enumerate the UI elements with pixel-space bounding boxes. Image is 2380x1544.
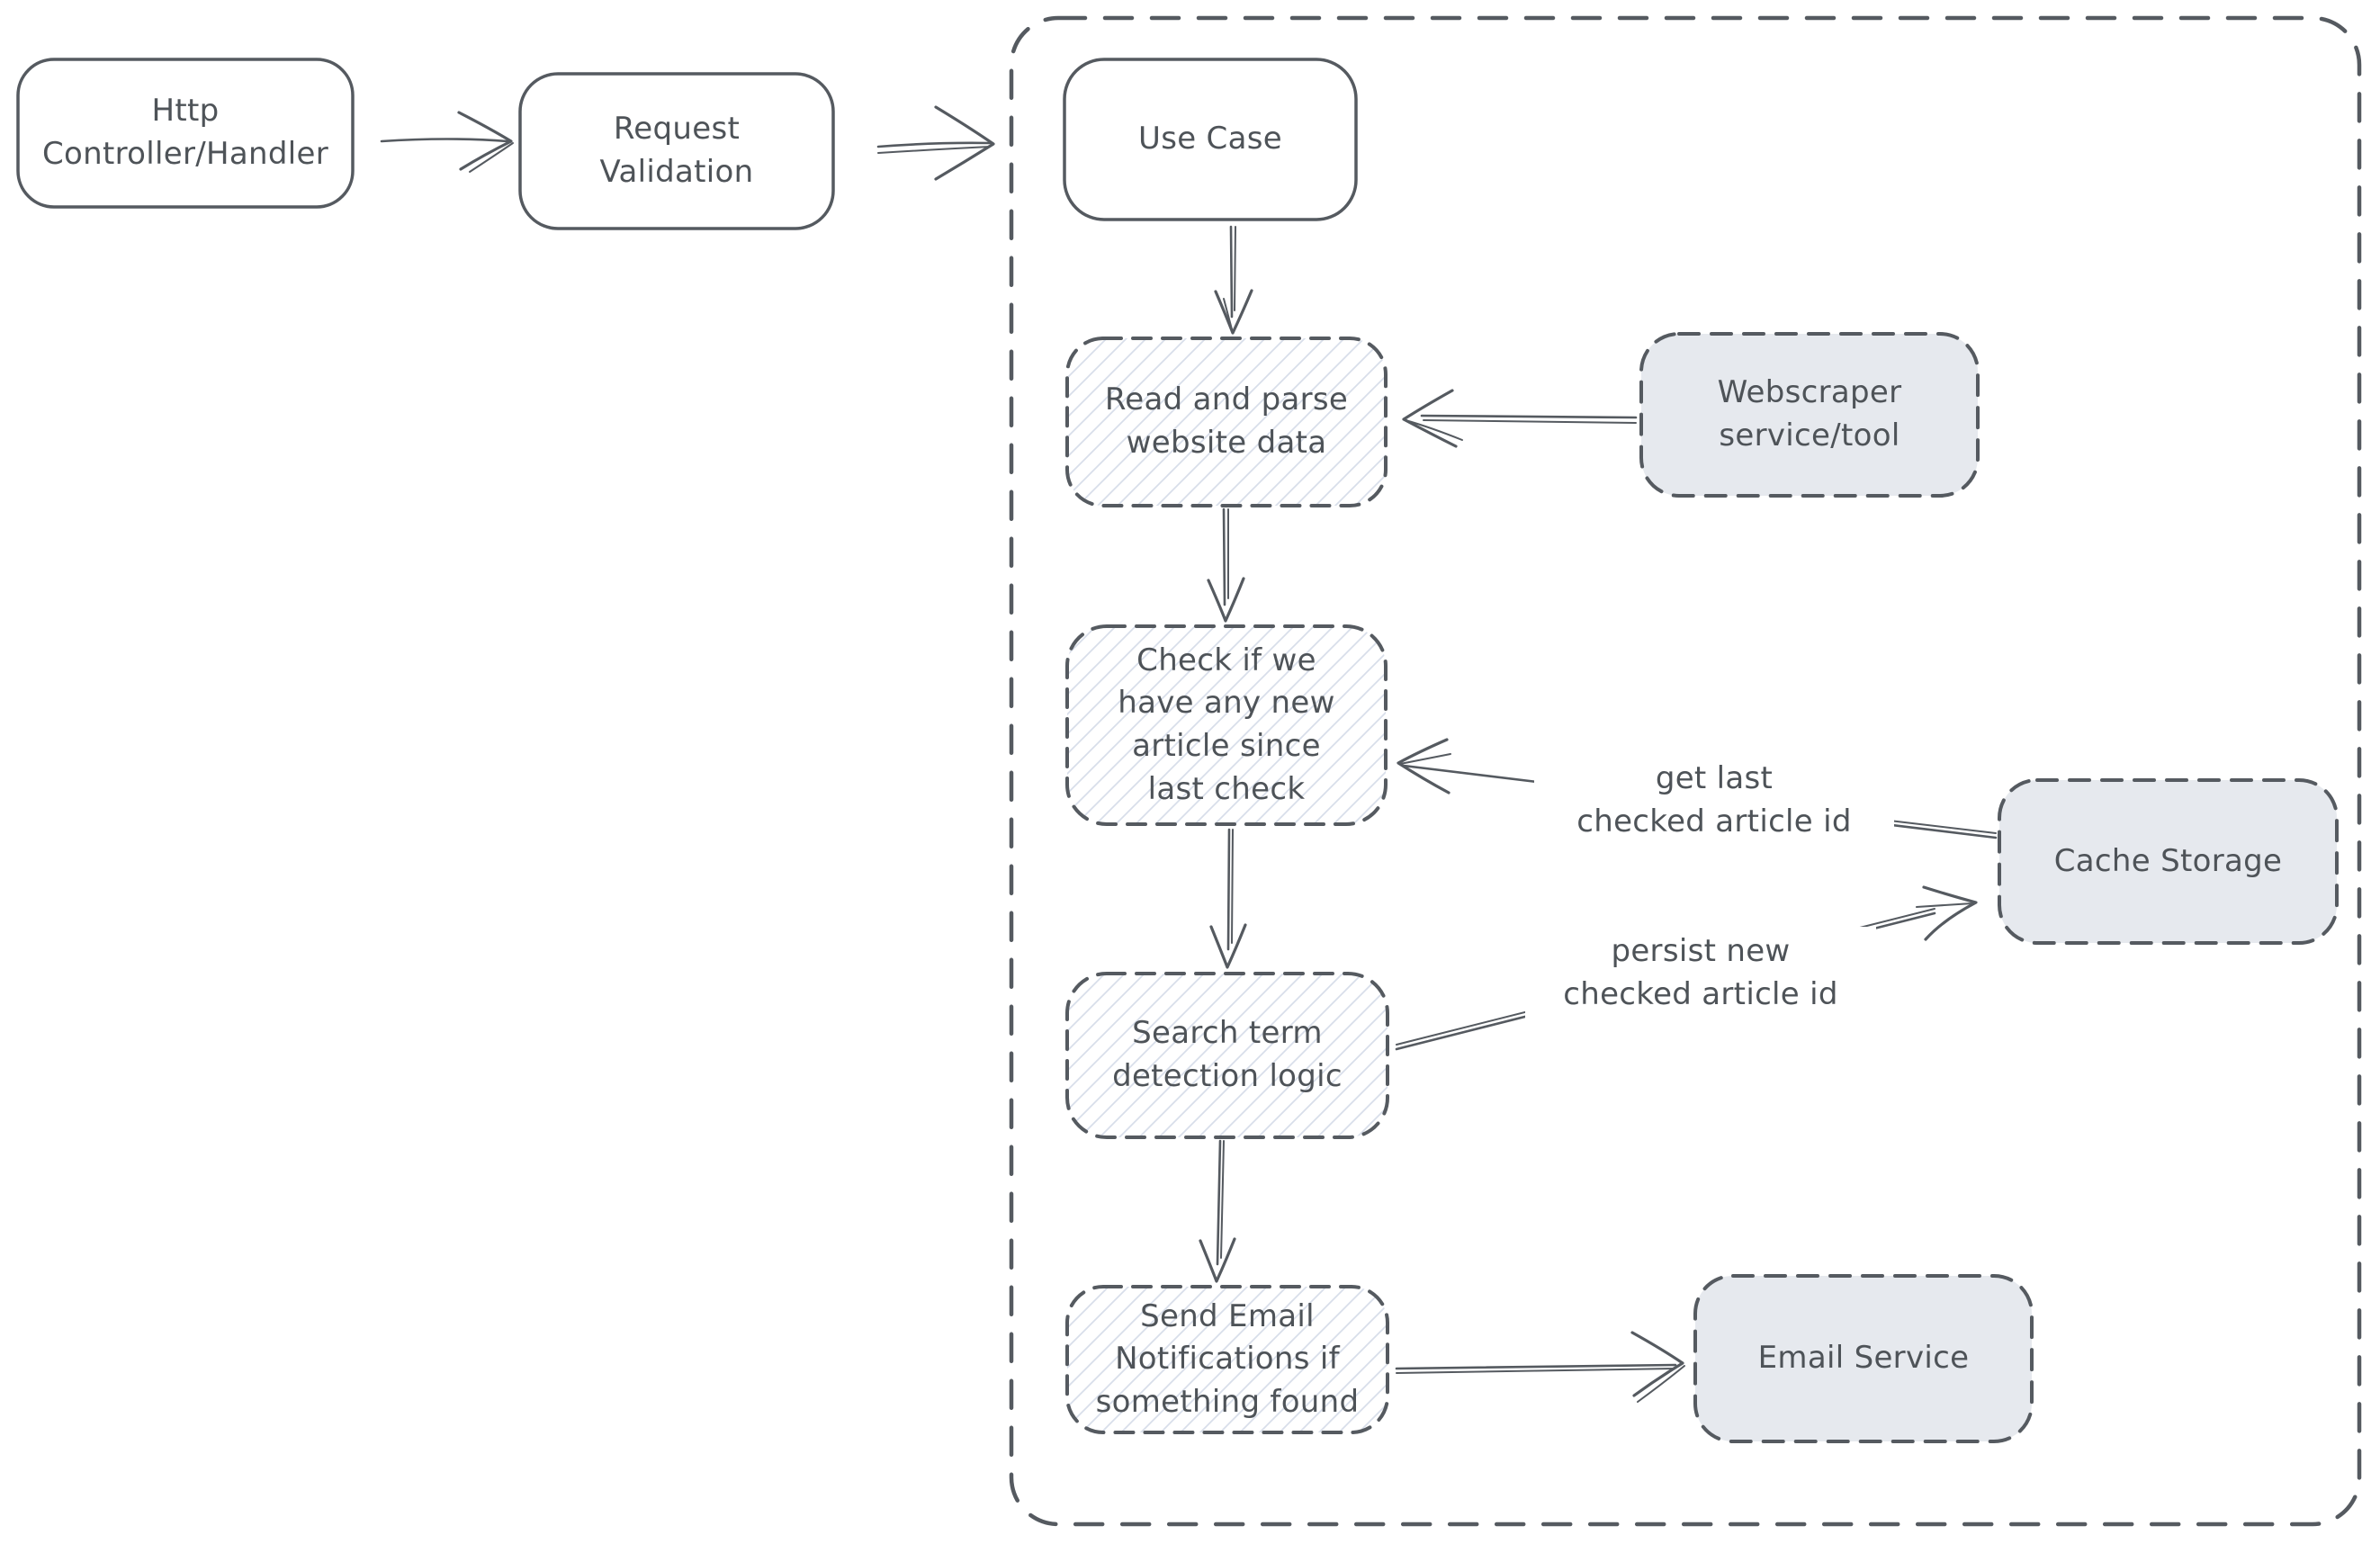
arrow-request-validation-to-boundary (876, 105, 995, 181)
http-controller-box (16, 58, 355, 209)
arrow-check-new-to-search-term (1209, 828, 1247, 969)
check-new-article-box (1065, 624, 1388, 826)
use-case-box (1063, 58, 1358, 221)
send-email-notifications-box (1065, 1285, 1389, 1434)
read-parse-website-data-label: Read and parse website data (1104, 382, 1349, 461)
cache-storage-label: Cache Storage (2053, 842, 2283, 879)
http-controller-label: Http Controller/Handler (42, 93, 328, 172)
edge-label-persist-new-checked-article-id: persist new checked article id (1525, 927, 1876, 1020)
arrow-read-parse-to-check-new (1207, 507, 1245, 623)
send-email-notifications-label: Send Email Notifications if something fo… (1095, 1297, 1360, 1420)
use-case-label: Use Case (1138, 121, 1282, 157)
webscraper-service-label: Webscraper service/tool (1717, 374, 1902, 453)
read-parse-website-data-box (1065, 337, 1388, 507)
email-service-label: Email Service (1757, 1340, 1970, 1377)
search-term-detection-label: Search term detection logic (1112, 1015, 1343, 1094)
arrow-http-to-request-validation (380, 111, 514, 173)
cache-storage-box (1998, 778, 2339, 945)
email-service-box (1693, 1274, 2034, 1443)
edge-label-get-last-checked-article-id: get last checked article id (1534, 754, 1894, 848)
arrow-send-email-to-email-service (1395, 1331, 1685, 1403)
arrow-use-case-to-read-parse (1214, 225, 1253, 335)
request-validation-label: Request Validation (599, 111, 754, 190)
check-new-article-label: Check if we have any new article since l… (1118, 642, 1335, 807)
search-term-detection-box (1065, 972, 1389, 1139)
request-validation-box (518, 72, 835, 230)
arrow-search-term-to-send-email (1199, 1139, 1236, 1283)
use-case-boundary (1009, 15, 2362, 1527)
webscraper-service-box (1639, 332, 1980, 498)
arrow-webscraper-to-read-parse (1402, 389, 1638, 448)
